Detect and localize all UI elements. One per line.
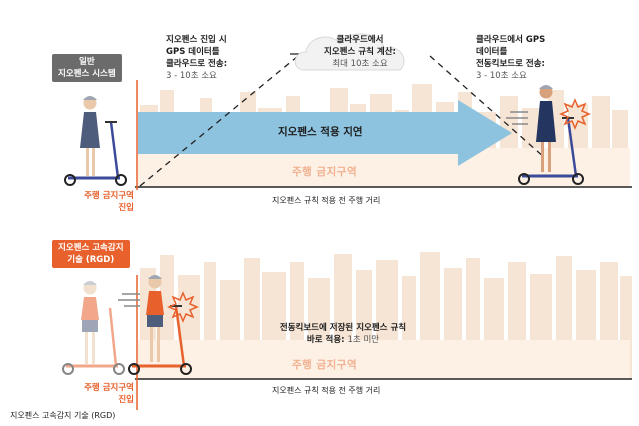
bottom-no-ride-zone bbox=[138, 340, 630, 378]
badge-line: 지오펜스 고속감지 bbox=[58, 243, 124, 253]
figure-caption: 지오펜스 고속감지 기술 (RGD) bbox=[10, 411, 116, 420]
delay-arrow bbox=[138, 100, 512, 166]
step1-text: 지오펜스 진입 시 GPS 데이터를 클라우드로 전송: 3 - 10초 소요 bbox=[166, 34, 227, 82]
cloud-line: 지오펜스 규칙 계산: bbox=[324, 47, 396, 57]
step3-text: 클라우드에서 GPS 데이터를 전동킥보드로 전송: 3 - 10초 소요 bbox=[476, 34, 545, 82]
cloud-text: 클라우드에서 지오펜스 규칙 계산: 최대 10초 소요 bbox=[310, 34, 410, 70]
dashed-download-line bbox=[429, 55, 546, 159]
step1-line: GPS 데이터를 bbox=[166, 47, 220, 57]
instant-time: 1초 미만 bbox=[347, 335, 380, 345]
cloud-icon bbox=[294, 33, 405, 71]
top-zone-label: 주행 금지구역 bbox=[292, 166, 358, 178]
stop-burst-icon bbox=[167, 291, 199, 323]
step1-time: 3 - 10초 소요 bbox=[166, 71, 217, 81]
cloud-line: 클라우드에서 bbox=[336, 35, 384, 45]
delay-arrow-label: 지오펜스 적용 지연 bbox=[278, 126, 363, 138]
badge-line: 기술 (RGD) bbox=[67, 255, 115, 265]
entry-line: 진입 bbox=[118, 203, 134, 213]
scooter-rider-icon bbox=[62, 281, 125, 375]
step3-line: 데이터를 bbox=[476, 47, 508, 57]
entry-line: 진입 bbox=[118, 395, 134, 405]
cloud-time: 최대 10초 소요 bbox=[332, 59, 388, 69]
scooter-rider-icon bbox=[518, 85, 584, 185]
storage-line: 전동킥보드에 저장된 지오펜스 규칙 bbox=[279, 323, 407, 333]
stop-burst-icon bbox=[559, 98, 591, 130]
step1-line: 클라우드로 전송: bbox=[166, 59, 228, 69]
top-entry-label: 주행 금지구역 진입 bbox=[70, 190, 134, 214]
rgd-badge: 지오펜스 고속감지 기술 (RGD) bbox=[52, 240, 130, 268]
entry-line: 주행 금지구역 bbox=[84, 383, 134, 393]
speed-lines-icon bbox=[118, 293, 140, 307]
step3-line: 클라우드에서 GPS bbox=[476, 35, 546, 45]
bottom-entry-label: 주행 금지구역 진입 bbox=[70, 382, 134, 406]
step3-line: 전동킥보드로 전송: bbox=[476, 59, 545, 69]
scooter-rider-icon bbox=[128, 275, 192, 375]
dashed-upload-line bbox=[139, 55, 299, 187]
entry-line: 주행 금지구역 bbox=[84, 191, 134, 201]
instant-label: 바로 적용: bbox=[306, 335, 348, 345]
scooter-rider-icon bbox=[64, 96, 127, 186]
step3-time: 3 - 10초 소요 bbox=[476, 71, 527, 81]
storage-text: 전동킥보드에 저장된 지오펜스 규칙 바로 적용: 1초 미만 bbox=[268, 322, 418, 346]
badge-line: 지오펜스 시스템 bbox=[58, 69, 116, 79]
step1-line: 지오펜스 진입 시 bbox=[166, 35, 227, 45]
bottom-distance-label: 지오펜스 규칙 적용 전 주행 거리 bbox=[272, 386, 381, 395]
badge-line: 일반 bbox=[79, 57, 95, 67]
top-distance-label: 지오펜스 규칙 적용 전 주행 거리 bbox=[272, 196, 381, 205]
bottom-zone-label: 주행 금지구역 bbox=[292, 359, 358, 371]
speed-lines-icon bbox=[506, 111, 528, 125]
top-system-badge: 일반 지오펜스 시스템 bbox=[52, 54, 122, 82]
